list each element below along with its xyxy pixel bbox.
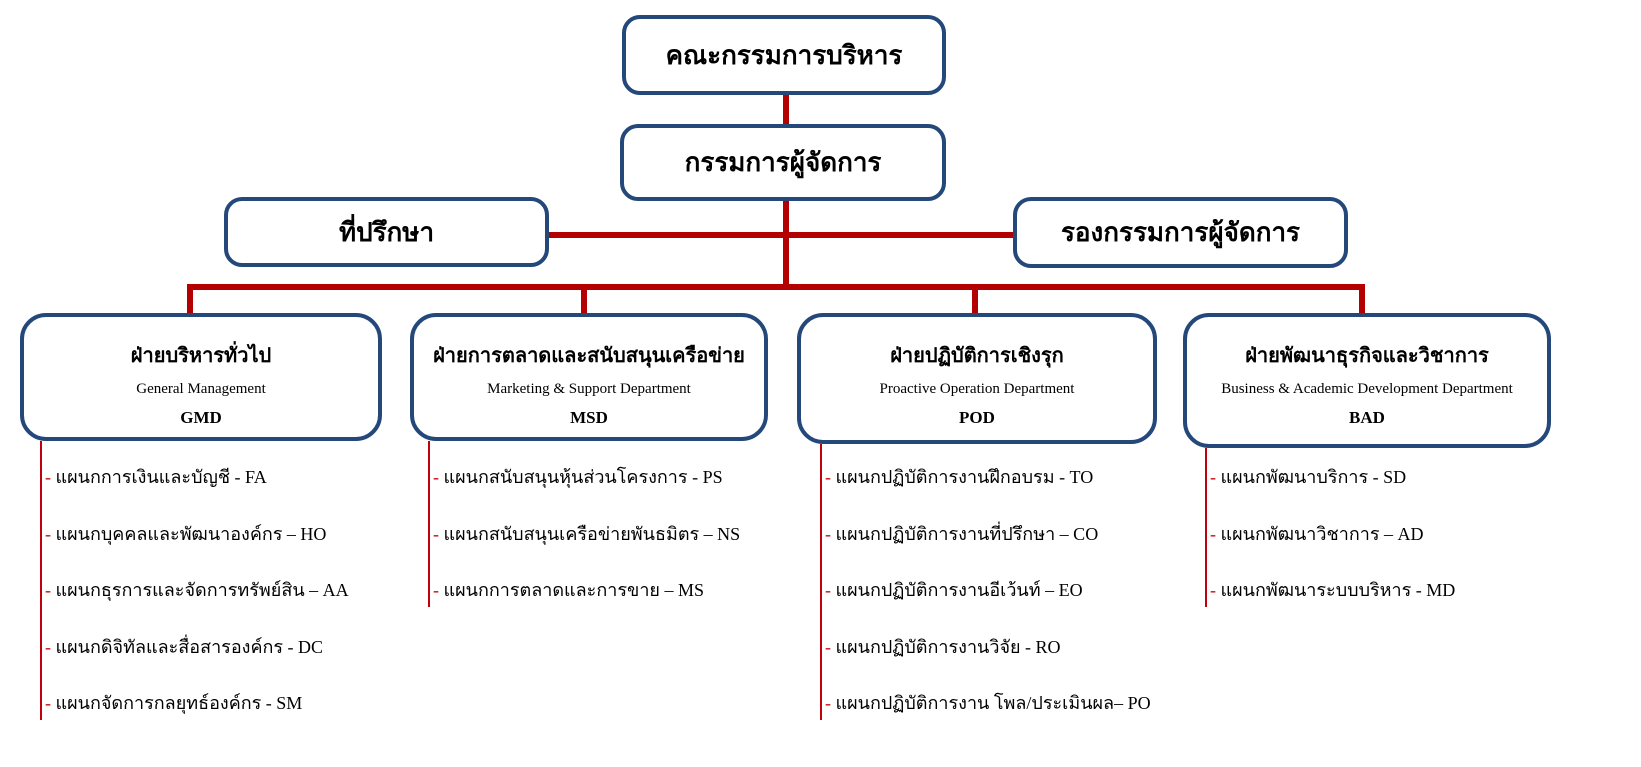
connector xyxy=(581,284,587,315)
unit-label: แผนกการตลาดและการขาย – MS xyxy=(443,580,705,600)
managing-director-box: กรรมการผู้จัดการ xyxy=(620,124,946,201)
dash-marker: - xyxy=(825,467,836,487)
unit-item: - แผนกจัดการกลยุทธ์องค์กร - SM xyxy=(45,688,302,717)
dash-marker: - xyxy=(825,693,836,713)
dash-marker: - xyxy=(45,467,56,487)
md-label: กรรมการผู้จัดการ xyxy=(684,148,882,177)
connector xyxy=(187,284,1365,290)
unit-item: - แผนกสนับสนุนเครือข่ายพันธมิตร – NS xyxy=(433,519,740,548)
department-thai-name: ฝ่ายปฏิบัติการเชิงรุก xyxy=(890,345,1064,367)
department-box-gmd: ฝ่ายบริหารทั่วไป General Management GMD xyxy=(20,313,382,441)
unit-item: - แผนกการตลาดและการขาย – MS xyxy=(433,575,704,604)
unit-connector xyxy=(820,444,822,720)
deputy-md-box: รองกรรมการผู้จัดการ xyxy=(1013,197,1348,268)
dash-marker: - xyxy=(825,580,836,600)
unit-label: แผนกพัฒนาวิชาการ – AD xyxy=(1220,523,1424,544)
department-box-pod: ฝ่ายปฏิบัติการเชิงรุก Proactive Operatio… xyxy=(797,313,1157,444)
department-english-name: General Management xyxy=(136,381,266,397)
dash-marker: - xyxy=(433,523,444,544)
unit-label: แผนกปฏิบัติการงานวิจัย - RO xyxy=(835,636,1061,657)
unit-item: - แผนกการเงินและบัญชี - FA xyxy=(45,462,267,491)
connector xyxy=(972,284,978,315)
unit-item: - แผนกปฏิบัติการงานที่ปรึกษา – CO xyxy=(825,519,1098,548)
dash-marker: - xyxy=(45,580,56,600)
deputy-md-label: รองกรรมการผู้จัดการ xyxy=(1060,218,1301,247)
department-thai-name: ฝ่ายบริหารทั่วไป xyxy=(130,345,272,367)
dash-marker: - xyxy=(825,636,836,657)
unit-label: แผนกจัดการกลยุทธ์องค์กร - SM xyxy=(55,693,303,713)
dash-marker: - xyxy=(433,467,444,487)
unit-label: แผนกสนับสนุนหุ้นส่วนโครงการ - PS xyxy=(443,467,723,487)
unit-item: - แผนกปฏิบัติการงาน โพล/ประเมินผล– PO xyxy=(825,688,1151,717)
unit-item: - แผนกสนับสนุนหุ้นส่วนโครงการ - PS xyxy=(433,462,723,491)
dash-marker: - xyxy=(1210,467,1221,487)
unit-label: แผนกปฏิบัติการงานฝึกอบรม - TO xyxy=(835,467,1094,487)
unit-label: แผนกสนับสนุนเครือข่ายพันธมิตร – NS xyxy=(443,523,741,544)
department-thai-name: ฝ่ายการตลาดและสนับสนุนเครือข่าย xyxy=(433,345,745,367)
dash-marker: - xyxy=(825,523,836,544)
unit-label: แผนกการเงินและบัญชี - FA xyxy=(55,467,267,487)
dash-marker: - xyxy=(45,693,56,713)
unit-label: แผนกธุรการและจัดการทรัพย์สิน – AA xyxy=(55,580,349,600)
unit-connector xyxy=(1205,448,1207,607)
dash-marker: - xyxy=(45,523,56,544)
unit-label: แผนกบุคคลและพัฒนาองค์กร – HO xyxy=(55,523,327,544)
unit-label: แผนกดิจิทัลและสื่อสารองค์กร - DC xyxy=(55,636,324,657)
department-box-msd: ฝ่ายการตลาดและสนับสนุนเครือข่าย Marketin… xyxy=(410,313,768,441)
dash-marker: - xyxy=(1210,580,1221,600)
dash-marker: - xyxy=(433,580,444,600)
unit-label: แผนกพัฒนาบริการ - SD xyxy=(1220,467,1407,487)
board-label: คณะกรรมการบริหาร xyxy=(665,40,903,70)
dash-marker: - xyxy=(45,636,56,657)
department-english-name: Marketing & Support Department xyxy=(487,381,691,397)
unit-item: - แผนกปฏิบัติการงานวิจัย - RO xyxy=(825,632,1061,661)
advisor-label: ที่ปรึกษา xyxy=(338,217,435,247)
connector xyxy=(783,93,789,126)
department-english-name: Proactive Operation Department xyxy=(879,381,1075,397)
connector xyxy=(1359,284,1365,315)
unit-item: - แผนกดิจิทัลและสื่อสารองค์กร - DC xyxy=(45,632,323,661)
unit-label: แผนกปฏิบัติการงานอีเว้นท์ – EO xyxy=(835,580,1083,600)
unit-connector xyxy=(40,441,42,720)
department-thai-name: ฝ่ายพัฒนาธุรกิจและวิชาการ xyxy=(1245,345,1489,367)
unit-item: - แผนกพัฒนาวิชาการ – AD xyxy=(1210,519,1424,548)
unit-item: - แผนกบุคคลและพัฒนาองค์กร – HO xyxy=(45,519,326,548)
unit-item: - แผนกพัฒนาบริการ - SD xyxy=(1210,462,1406,491)
advisor-box: ที่ปรึกษา xyxy=(224,197,549,267)
unit-label: แผนกปฏิบัติการงานที่ปรึกษา – CO xyxy=(835,523,1099,544)
unit-label: แผนกปฏิบัติการงาน โพล/ประเมินผล– PO xyxy=(835,693,1151,713)
connector xyxy=(783,198,789,290)
unit-item: - แผนกปฏิบัติการงานฝึกอบรม - TO xyxy=(825,462,1093,491)
department-code: POD xyxy=(959,408,995,427)
connector xyxy=(546,232,1015,238)
department-english-name: Business & Academic Development Departme… xyxy=(1221,381,1513,397)
unit-item: - แผนกพัฒนาระบบบริหาร - MD xyxy=(1210,575,1455,604)
unit-item: - แผนกธุรการและจัดการทรัพย์สิน – AA xyxy=(45,575,349,604)
unit-label: แผนกพัฒนาระบบบริหาร - MD xyxy=(1220,580,1456,600)
department-code: GMD xyxy=(180,408,222,427)
department-box-bad: ฝ่ายพัฒนาธุรกิจและวิชาการ Business & Aca… xyxy=(1183,313,1551,448)
unit-item: - แผนกปฏิบัติการงานอีเว้นท์ – EO xyxy=(825,575,1083,604)
unit-connector xyxy=(428,441,430,607)
board-box: คณะกรรมการบริหาร xyxy=(622,15,946,95)
connector xyxy=(187,284,193,315)
department-code: BAD xyxy=(1349,408,1385,427)
dash-marker: - xyxy=(1210,523,1221,544)
department-code: MSD xyxy=(570,408,608,427)
